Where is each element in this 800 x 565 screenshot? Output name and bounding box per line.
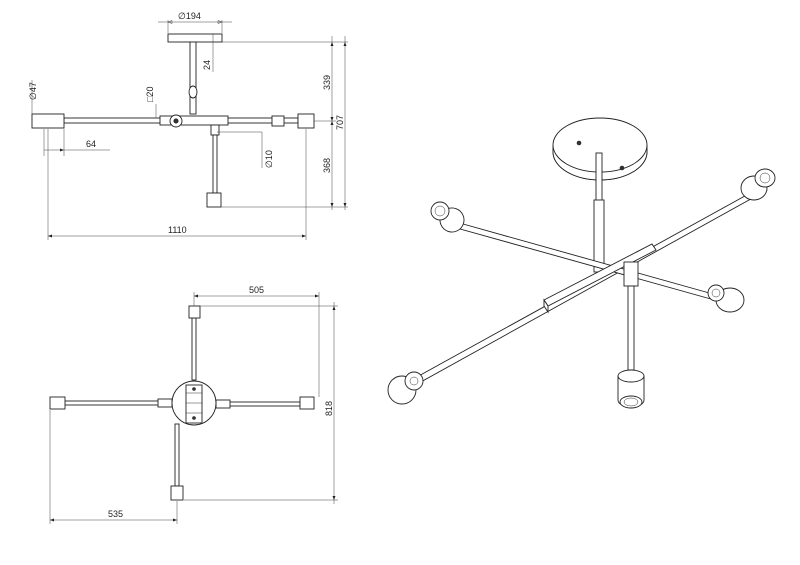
front-elevation-view: ∅194 24 ∅47 □20 64 ∅10: [28, 11, 348, 240]
top-socket-right: [299, 396, 315, 410]
dim-text-canopy-diameter: ∅194: [178, 11, 201, 21]
dim-upper-rod-square: □20: [145, 87, 157, 118]
top-arm-left-collar: [157, 398, 173, 408]
dim-text-top-left-reach: 535: [108, 509, 123, 519]
top-socket-down: [170, 485, 184, 501]
top-socket-up: [188, 305, 201, 319]
dim-text-upper-rod-square: □20: [145, 87, 155, 102]
iso-drop-rod: [627, 285, 635, 371]
center-hub-screw: [173, 118, 179, 124]
iso-stem: [595, 152, 603, 202]
dim-text-canopy-height: 24: [202, 60, 212, 70]
top-arm-right-collar: [215, 399, 231, 409]
dim-top-depth: 818: [184, 302, 338, 504]
dim-text-bottom-height: 368: [322, 158, 332, 173]
dim-text-top-right-reach: 505: [249, 285, 264, 295]
iso-center-bar-top: [543, 298, 549, 314]
dim-top-right-reach: 505: [193, 285, 320, 397]
arm-center-sleeve: [159, 115, 229, 126]
dim-text-arm-offset: 64: [86, 139, 96, 149]
rod-joint: [188, 85, 198, 99]
iso-socket-bottom: [617, 369, 645, 409]
iso-arm-long: [414, 185, 768, 384]
right-socket: [297, 113, 315, 129]
top-view: 505 818 535: [49, 285, 338, 524]
dim-text-top-depth: 818: [324, 401, 334, 416]
top-canopy-bar: [185, 384, 203, 424]
iso-socket-front-left: [387, 371, 424, 405]
canopy-plate: [167, 33, 223, 43]
dim-canopy-diameter: ∅194: [158, 11, 232, 33]
dim-vertical-heights: 339 368 707: [221, 36, 348, 210]
dim-canopy-height: 24: [202, 34, 214, 72]
drop-rod-collar: [210, 124, 220, 136]
dim-text-socket-diameter: ∅47: [28, 82, 38, 100]
dim-rod-diameter: ∅10: [217, 131, 274, 168]
dim-total-width: 1110: [47, 129, 307, 240]
iso-drop-collar: [623, 261, 639, 287]
drop-rod: [212, 134, 218, 194]
iso-socket-back-right: [740, 168, 776, 201]
top-arm-left: [64, 400, 171, 406]
iso-socket-front-right: [707, 284, 745, 313]
isometric-view: [387, 117, 776, 409]
dim-socket-diameter: ∅47: [28, 80, 38, 114]
dim-text-top-height: 339: [322, 75, 332, 90]
top-socket-left: [49, 396, 66, 410]
dim-top-left-reach: 535: [49, 410, 178, 524]
dim-text-total-width: 1110: [168, 225, 187, 235]
bottom-socket: [206, 192, 222, 208]
top-arm-up: [191, 317, 197, 381]
top-arm-down: [174, 423, 180, 487]
dim-text-total-height: 707: [335, 115, 345, 130]
left-socket: [31, 113, 65, 129]
rear-socket: [271, 115, 285, 127]
dim-arm-offset: 64: [43, 129, 110, 156]
upper-rod: [189, 41, 197, 115]
dim-text-rod-diameter: ∅10: [264, 150, 274, 168]
iso-socket-back-left: [430, 201, 465, 233]
